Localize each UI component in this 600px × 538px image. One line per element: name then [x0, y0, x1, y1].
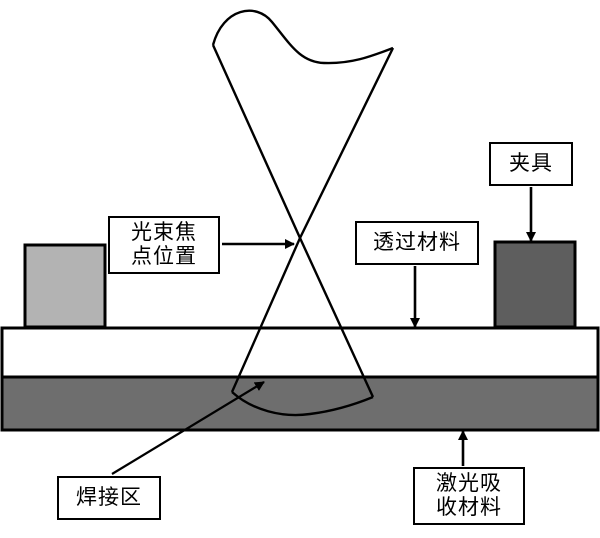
label-beam-focal-point: 光束焦 点位置 [108, 216, 220, 274]
weld-zone-leader-line [111, 381, 265, 475]
absorbing-material-layer [0, 375, 600, 432]
weld-pool [231, 391, 374, 417]
laser-beam-right-edge [230, 47, 395, 393]
label-absorbing-material: 激光吸 收材料 [413, 467, 525, 525]
label-clamp: 夹具 [489, 142, 573, 186]
clamp-block-left [23, 243, 107, 329]
laser-beam-aperture-cap [211, 9, 394, 65]
label-weld-zone: 焊接区 [57, 476, 161, 520]
transmissive-material-layer [0, 326, 600, 379]
label-transmissive-material: 透过材料 [355, 221, 479, 265]
clamp-block-right [493, 240, 577, 329]
